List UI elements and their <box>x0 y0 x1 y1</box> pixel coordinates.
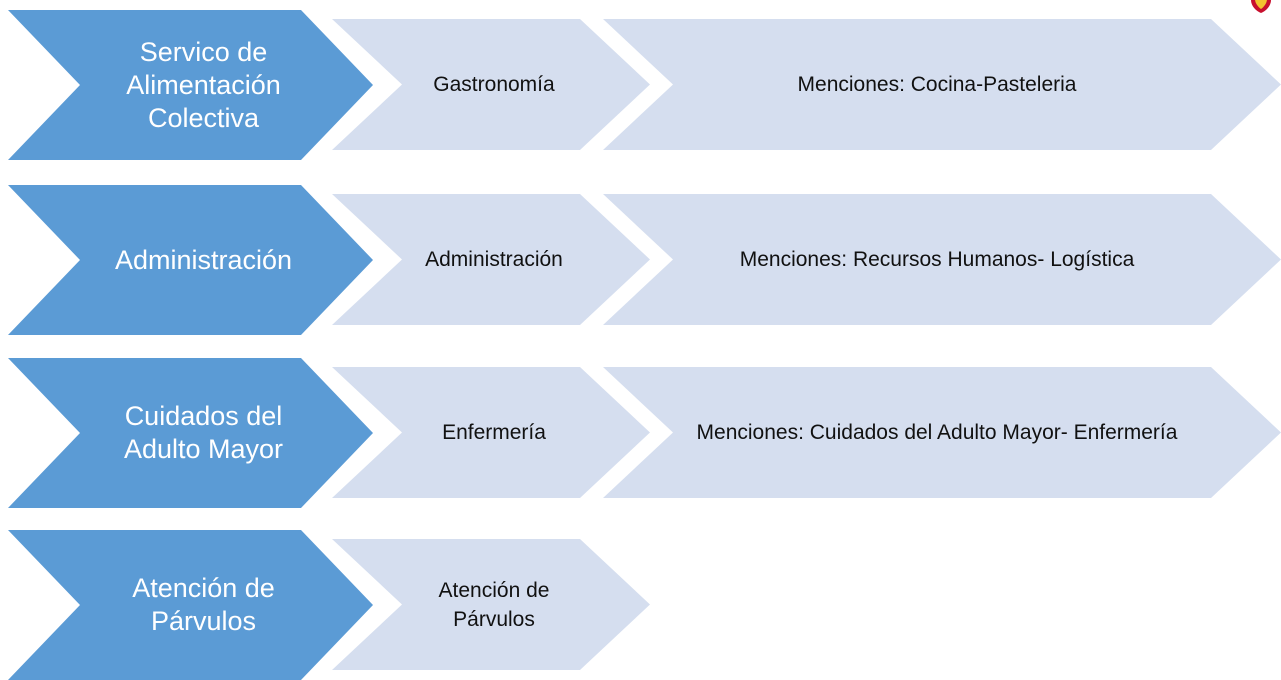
row-4-primary-chevron: Atención de Párvulos <box>8 530 373 680</box>
row-2-tertiary-label: Menciones: Recursos Humanos- Logística <box>739 248 1135 271</box>
row-2-secondary-chevron: Administración <box>332 194 650 325</box>
row-1-primary-chevron: Servico de Alimentación Colectiva <box>8 10 373 160</box>
row-1-tertiary-label: Menciones: Cocina-Pasteleria <box>797 73 1077 96</box>
row-3-primary-chevron: Cuidados del Adulto Mayor <box>8 358 373 508</box>
row-3-tertiary-label: Menciones: Cuidados del Adulto Mayor- En… <box>696 421 1178 444</box>
shield-logo-icon <box>1251 0 1271 13</box>
row-2-primary-chevron: Administración <box>8 185 373 335</box>
row-1-secondary-chevron: Gastronomía <box>332 19 650 150</box>
row-1-primary-label: Servico de Alimentación Colectiva <box>126 36 281 133</box>
row-4-primary-label: Atención de Párvulos <box>132 573 275 636</box>
row-3-secondary-chevron: Enfermería <box>332 367 650 498</box>
row-4-secondary-chevron: Atención de Párvulos <box>332 539 650 670</box>
row-3-tertiary-chevron: Menciones: Cuidados del Adulto Mayor- En… <box>603 367 1281 498</box>
row-4-secondary-label: Atención de Párvulos <box>438 578 550 631</box>
row-3-primary-label: Cuidados del Adulto Mayor <box>123 401 284 464</box>
row-2-secondary-label: Administración <box>425 248 563 271</box>
row-1-secondary-label: Gastronomía <box>433 73 555 96</box>
row-2-primary-label: Administración <box>114 244 293 275</box>
row-2-tertiary-chevron: Menciones: Recursos Humanos- Logística <box>603 194 1281 325</box>
row-3-secondary-label: Enfermería <box>442 421 546 444</box>
row-1-tertiary-chevron: Menciones: Cocina-Pasteleria <box>603 19 1281 150</box>
